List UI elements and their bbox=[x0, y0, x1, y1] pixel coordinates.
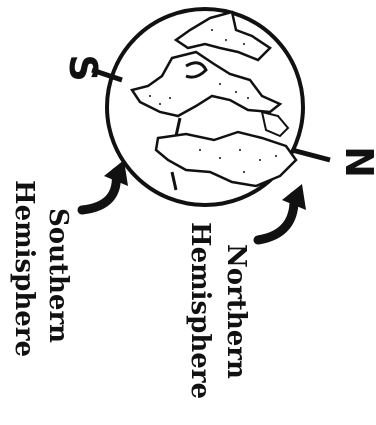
northern-line1: Northern bbox=[221, 244, 251, 379]
southern-line1: Southern bbox=[43, 208, 73, 343]
globe bbox=[107, 9, 303, 205]
northern-line2: Hemisphere bbox=[185, 222, 215, 399]
north-pole-label: N bbox=[337, 146, 376, 178]
southern-hemisphere-label: Southern Hemisphere bbox=[9, 180, 73, 357]
northern-hemisphere-label: Northern Hemisphere bbox=[185, 222, 251, 399]
southern-line2: Hemisphere bbox=[9, 180, 39, 357]
north-axis-tick bbox=[292, 150, 330, 160]
south-pole-label: S bbox=[61, 54, 105, 81]
